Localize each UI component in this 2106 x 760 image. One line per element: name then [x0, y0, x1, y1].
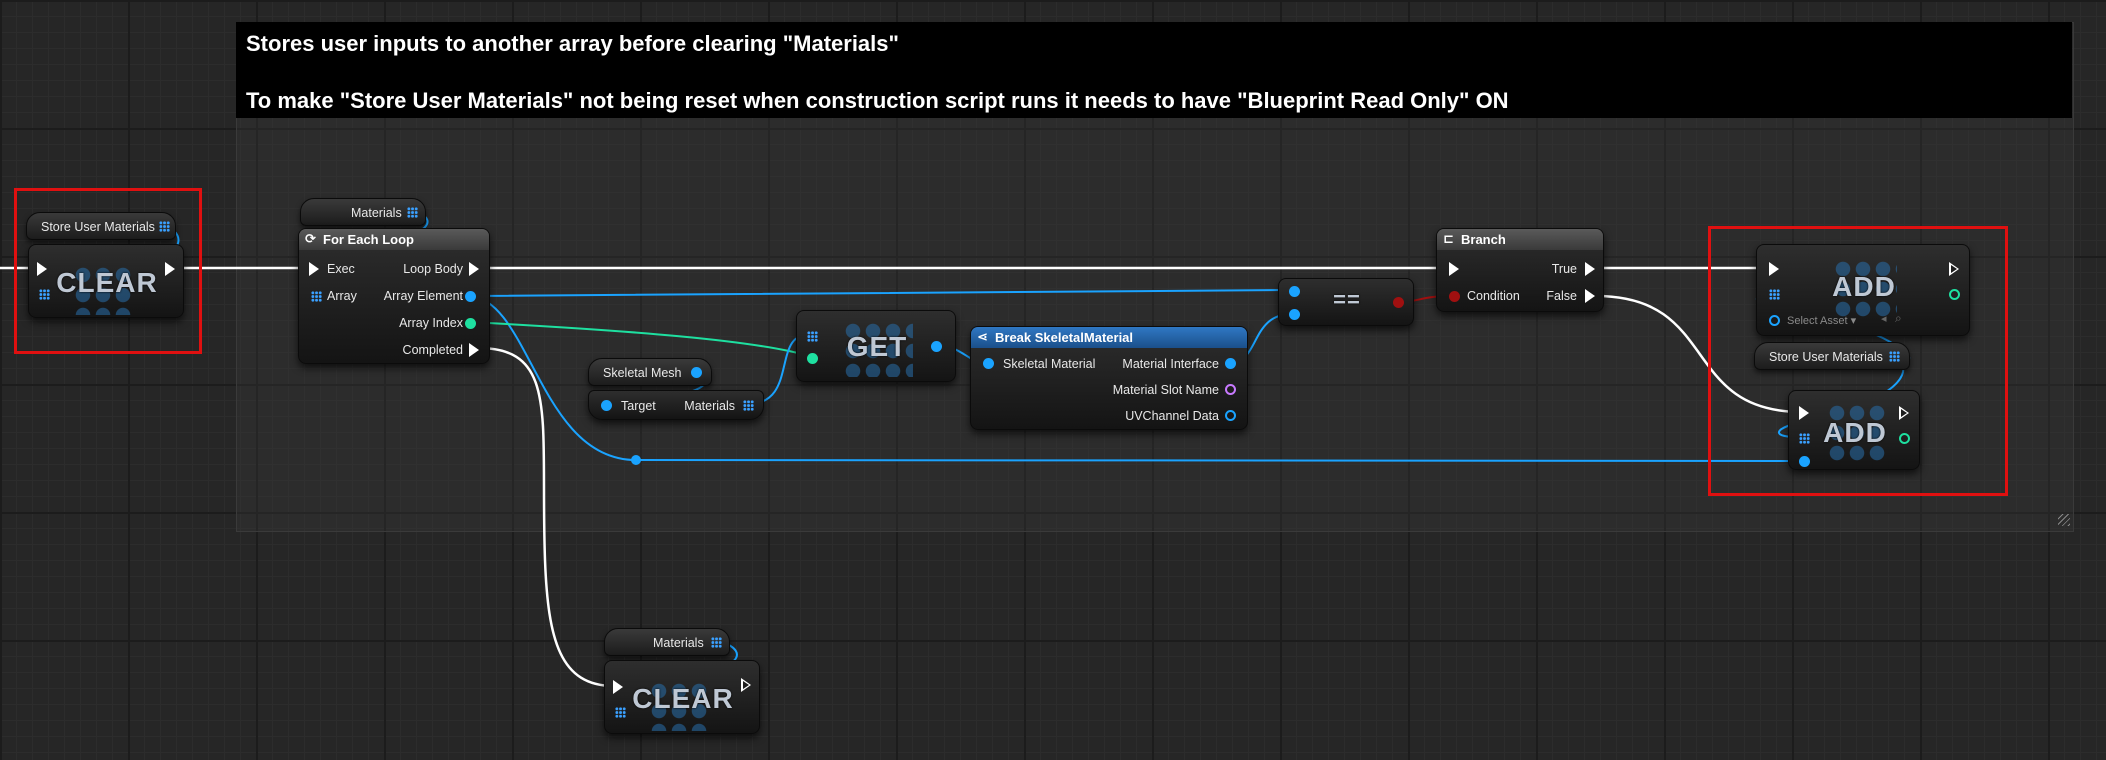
comment-line-1: Stores user inputs to another array befo…	[246, 31, 899, 56]
target-pin[interactable]	[601, 400, 612, 411]
new-item-pin[interactable]	[1799, 456, 1810, 467]
loop-icon: ⟳	[305, 231, 316, 246]
materials-var-node[interactable]: Materials	[300, 198, 426, 226]
get-node[interactable]: GET	[796, 310, 956, 382]
target-array-pin[interactable]	[1769, 289, 1780, 300]
exec-in-pin[interactable]	[1799, 406, 1809, 420]
array-pin-icon[interactable]	[159, 221, 170, 232]
exec-out-pin[interactable]	[741, 678, 751, 692]
exec-out-pin[interactable]	[1949, 262, 1959, 276]
target-array-pin[interactable]	[615, 707, 626, 718]
materials-out-label: Materials	[684, 399, 735, 413]
skeletal-mesh-var-node[interactable]: Skeletal Mesh	[588, 358, 712, 386]
exec-out-pin[interactable]	[1899, 406, 1909, 420]
condition-label: Condition	[1467, 289, 1520, 303]
array-label: Array	[327, 289, 357, 303]
branch-node[interactable]: ⊏ Branch Condition True False	[1436, 228, 1604, 312]
clear-materials-node[interactable]: CLEAR	[604, 660, 760, 734]
target-label: Target	[621, 399, 656, 413]
completed-label: Completed	[402, 343, 463, 357]
for-each-loop-title: For Each Loop	[323, 232, 414, 247]
exec-in-pin[interactable]	[309, 262, 319, 276]
equals-a-pin[interactable]	[1289, 286, 1300, 297]
for-each-loop-node[interactable]: ⟳ For Each Loop Exec Array Loop Body Arr…	[298, 228, 490, 364]
array-index-label: Array Index	[399, 316, 463, 330]
false-label: False	[1546, 289, 1577, 303]
add-bottom-node[interactable]: ADD	[1788, 390, 1920, 470]
array-pin-icon[interactable]	[1889, 351, 1900, 362]
target-array-pin[interactable]	[1799, 433, 1810, 444]
add-top-node[interactable]: ADD Select Asset ▾ ◂ ⌕	[1756, 244, 1970, 336]
material-interface-label: Material Interface	[1122, 357, 1219, 371]
array-index-pin[interactable]	[465, 318, 476, 329]
break-skeletal-material-node[interactable]: ⋖ Break SkeletalMaterial Skeletal Materi…	[970, 326, 1248, 430]
browse-search-icon[interactable]: ⌕	[1895, 311, 1902, 325]
get-out-pin[interactable]	[931, 341, 942, 352]
material-interface-pin[interactable]	[1225, 358, 1236, 369]
break-skeletal-material-header: ⋖ Break SkeletalMaterial	[971, 327, 1247, 348]
true-label: True	[1551, 262, 1577, 276]
branch-header: ⊏ Branch	[1437, 229, 1603, 250]
branch-title: Branch	[1461, 232, 1506, 247]
array-pin-icon[interactable]	[407, 207, 418, 218]
branch-icon: ⊏	[1443, 231, 1454, 246]
exec-in-pin[interactable]	[1449, 262, 1459, 276]
add-top-title: ADD	[1832, 271, 1896, 302]
skeletal-material-label: Skeletal Material	[1003, 357, 1096, 371]
comment-line-2: To make "Store User Materials" not being…	[246, 88, 1509, 113]
materials-var-node-2[interactable]: Materials	[604, 628, 730, 656]
true-pin[interactable]	[1585, 262, 1595, 276]
materials-out-pin[interactable]	[743, 400, 754, 411]
break-struct-icon: ⋖	[977, 329, 988, 344]
loop-body-pin[interactable]	[469, 262, 479, 276]
condition-pin[interactable]	[1449, 291, 1460, 302]
clear-materials-title: CLEAR	[632, 683, 734, 714]
break-skeletal-material-title: Break SkeletalMaterial	[995, 330, 1134, 345]
uvchannel-data-pin[interactable]	[1225, 410, 1236, 421]
equals-node[interactable]: ==	[1278, 278, 1414, 326]
false-pin[interactable]	[1585, 289, 1595, 303]
array-element-pin[interactable]	[465, 291, 476, 302]
store-user-materials-var-node-2[interactable]: Store User Materials	[1754, 342, 1910, 370]
get-index-pin[interactable]	[807, 353, 818, 364]
get-materials-node[interactable]: Target Materials	[588, 390, 764, 420]
select-asset-label: Select Asset	[1787, 315, 1848, 327]
completed-pin[interactable]	[469, 343, 479, 357]
skeletal-material-pin[interactable]	[983, 358, 994, 369]
uvchannel-data-label: UVChannel Data	[1125, 409, 1219, 423]
array-in-pin[interactable]	[311, 291, 322, 302]
use-selected-arrow-icon[interactable]: ◂	[1881, 313, 1887, 325]
exec-in-pin[interactable]	[37, 262, 47, 276]
store-user-materials-var-node[interactable]: Store User Materials	[26, 212, 176, 240]
comment-header[interactable]: Stores user inputs to another array befo…	[236, 22, 2072, 118]
index-out-pin[interactable]	[1899, 433, 1910, 444]
target-array-pin[interactable]	[39, 289, 50, 300]
index-out-pin[interactable]	[1949, 289, 1960, 300]
exec-in-pin[interactable]	[613, 680, 623, 694]
array-element-label: Array Element	[383, 289, 463, 303]
store-user-materials-label-2: Store User Materials	[1769, 350, 1883, 364]
clear-store-title: CLEAR	[56, 267, 158, 298]
exec-in-pin[interactable]	[1769, 262, 1779, 276]
get-array-pin[interactable]	[807, 331, 818, 342]
material-slot-name-pin[interactable]	[1225, 384, 1236, 395]
skeletal-mesh-out-pin[interactable]	[691, 367, 702, 378]
exec-out-pin[interactable]	[165, 262, 175, 276]
material-slot-name-label: Material Slot Name	[1112, 383, 1219, 397]
clear-store-node[interactable]: CLEAR	[28, 244, 184, 318]
for-each-loop-header: ⟳ For Each Loop	[299, 229, 489, 250]
loop-body-label: Loop Body	[403, 262, 463, 276]
exec-label: Exec	[327, 262, 355, 276]
equals-b-pin[interactable]	[1289, 309, 1300, 320]
comment-resize-grip[interactable]	[2058, 514, 2070, 526]
array-pin-icon[interactable]	[711, 637, 722, 648]
select-asset-dropdown[interactable]: Select Asset ▾	[1787, 315, 1857, 327]
skeletal-mesh-label: Skeletal Mesh	[603, 366, 682, 380]
materials-var-label: Materials	[351, 206, 402, 220]
store-user-materials-label: Store User Materials	[41, 220, 155, 234]
materials-var-label-2: Materials	[653, 636, 704, 650]
equals-out-pin[interactable]	[1393, 297, 1404, 308]
new-item-pin[interactable]	[1769, 315, 1780, 326]
